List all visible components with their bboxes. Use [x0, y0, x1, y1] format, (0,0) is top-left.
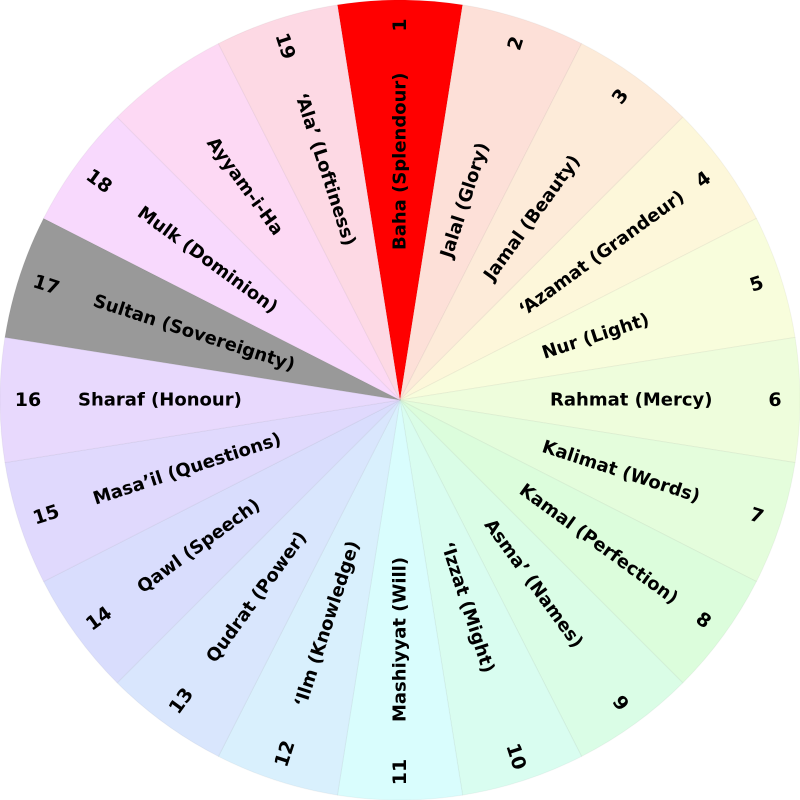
- month-segment: [116, 42, 401, 401]
- month-number: 16: [15, 389, 41, 411]
- month-segment: [399, 4, 583, 401]
- month-segment: [399, 399, 796, 583]
- month-name: Mashiyyat (Will): [390, 557, 411, 722]
- month-number: 11: [389, 759, 411, 785]
- month-number: 6: [768, 389, 781, 411]
- month-segment: [336, 0, 464, 401]
- month-number: 1: [389, 18, 411, 31]
- month-number: 2: [503, 34, 528, 53]
- month-segment: [399, 116, 758, 401]
- month-label-group: Rahmat (Mercy) 6: [550, 389, 782, 411]
- month-segment: [399, 217, 796, 401]
- month-name: Sharaf (Honour): [78, 390, 242, 411]
- month-label-group: Sharaf (Honour) 16: [15, 389, 242, 411]
- month-segment: [399, 399, 758, 684]
- month-segment: [399, 399, 583, 796]
- month-segment: [0, 336, 401, 464]
- month-segment: [217, 4, 401, 401]
- month-segment: [399, 399, 684, 758]
- month-segment: [116, 399, 401, 758]
- month-segment: [4, 217, 401, 401]
- month-number: 5: [747, 272, 766, 297]
- month-segment: [217, 399, 401, 796]
- month-label-group: Baha (Splendour) 1: [389, 18, 411, 250]
- month-segment: [399, 42, 684, 401]
- month-segment: [42, 399, 401, 684]
- month-name: Baha (Splendour): [390, 72, 411, 250]
- month-segment: [42, 116, 401, 401]
- month-name: Rahmat (Mercy): [550, 390, 712, 411]
- month-number: 7: [747, 503, 766, 528]
- month-segment: [4, 399, 401, 583]
- month-label-group: Mashiyyat (Will) 11: [389, 557, 411, 785]
